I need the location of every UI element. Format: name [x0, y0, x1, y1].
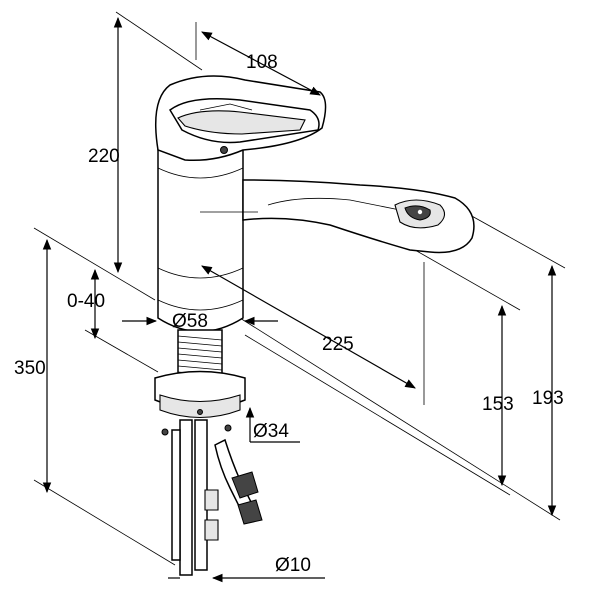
dim-label-225: 225 — [322, 334, 354, 355]
dim-label-108: 108 — [246, 52, 278, 73]
faucet-column — [157, 149, 244, 333]
supply-pipe-1 — [179, 419, 193, 576]
dim-label-dia-34: Ø34 — [253, 421, 289, 442]
dim-label-0-40: 0-40 — [67, 291, 105, 312]
dim-label-dia-10: Ø10 — [275, 555, 311, 576]
dim-label-dia-58: Ø58 — [172, 311, 208, 332]
dim-label-193: 193 — [532, 388, 564, 409]
supply-pipe-2 — [194, 419, 208, 571]
dim-label-153: 153 — [482, 394, 514, 415]
dimension-lines — [42, 16, 557, 583]
spout — [242, 179, 475, 254]
dim-label-220: 220 — [88, 146, 120, 167]
dim-label-350: 350 — [14, 358, 46, 379]
